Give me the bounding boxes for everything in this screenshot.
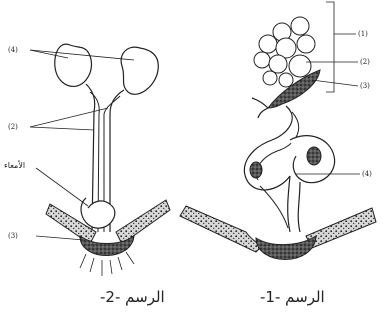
left-kidney (55, 44, 92, 86)
egg-in-uterus (307, 147, 321, 165)
caption-figure-1: الرسم -1- (260, 288, 325, 306)
label-ureters: (2) (8, 123, 18, 131)
leader-ureter-left (30, 127, 94, 130)
caption-figure-2: الرسم -2- (100, 288, 165, 306)
label-4: (4) (362, 170, 372, 178)
leader-intestine (36, 168, 88, 206)
pelvic-membrane-right (116, 200, 170, 244)
leader-ureter-right (30, 108, 108, 127)
label-kidneys: (4) (8, 46, 18, 54)
oviduct-tip (252, 98, 268, 118)
label-intestine: الأمعاء (4, 160, 25, 170)
label-2: (2) (360, 58, 370, 66)
bracket (326, 2, 334, 92)
figure-2: (4) (2) الأمعاء (3) (4, 44, 170, 276)
lower-duct (288, 176, 300, 232)
egg-in-tube (250, 162, 262, 178)
pelvic-membrane-right-1 (306, 208, 376, 248)
figure-1: (1) (2) (3) (4) (180, 2, 376, 260)
label-3: (3) (360, 82, 370, 90)
label-1: (1) (358, 30, 368, 38)
cloaca (256, 236, 316, 260)
leader-3 (312, 80, 358, 86)
right-kidney (121, 47, 158, 94)
label-bladder: (3) (8, 232, 18, 240)
pelvic-membrane-left-1 (180, 206, 262, 252)
leader-bladder (36, 236, 84, 240)
lower-duct-curve (260, 186, 288, 228)
